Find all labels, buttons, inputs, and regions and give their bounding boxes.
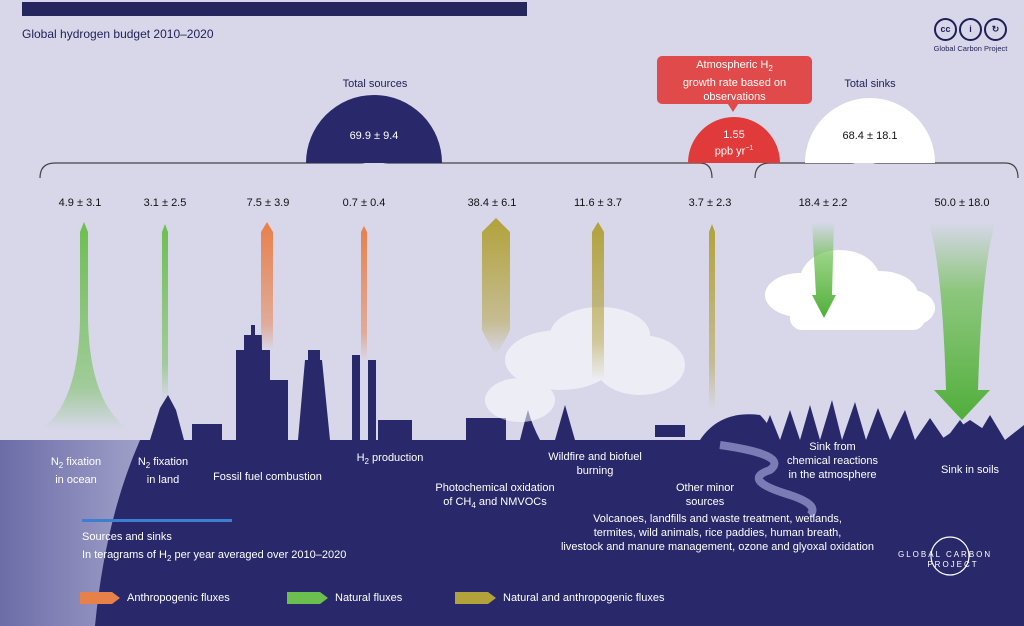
legend-arrow-mixed [455,592,496,604]
value-sink-soils: 50.0 ± 18.0 [934,197,990,209]
value-h2-production: 0.7 ± 0.4 [342,197,386,209]
total-sources-value: 69.9 ± 9.4 [349,130,399,142]
header-bar [22,2,527,16]
smoke-cloud [485,307,685,422]
attribution-icon: i [959,18,982,41]
label-other: Other minor sources [675,482,735,508]
landscape-silhouette [150,325,1024,445]
arrow-fossil [261,222,273,350]
total-sinks-value: 68.4 ± 18.1 [842,130,898,142]
units-note-rule [82,519,232,522]
callout-line3: observations [703,91,766,104]
total-sinks-label: Total sinks [844,78,896,90]
arrow-sink-soils [928,222,996,420]
label-sink-soils: Sink in soils [940,464,1000,476]
arrow-other [709,224,715,410]
legend-anthropogenic: Anthropogenic fluxes [127,592,230,604]
legend-mixed: Natural and anthropogenic fluxes [503,592,665,604]
atmospheric-value: 1.55 ppb yr−1 [690,129,778,159]
total-sources-label: Total sources [342,78,408,90]
arrow-wildfire [592,222,604,380]
arrow-h2-production [361,226,367,360]
total-sources-dome [306,95,442,163]
callout-line2: growth rate based on [682,77,787,90]
gcp-logo: GLOBAL CARBON PROJECT [898,550,1008,569]
atmospheric-unit-sup: −1 [745,145,754,152]
total-sinks-dome [805,98,935,163]
cloud [765,250,935,330]
ocean [0,440,140,626]
legend-arrow-anthropogenic [80,592,120,604]
river [719,441,817,518]
legend-arrow-natural [287,592,328,604]
value-n2-ocean: 4.9 ± 3.1 [58,197,102,209]
label-wildfire: Wildfire and biofuel burning [548,451,642,477]
legend-natural: Natural fluxes [335,592,403,604]
value-photochemical: 38.4 ± 6.1 [467,197,517,209]
share-alike-icon: ↻ [984,18,1007,41]
callout-line1: Atmospheric H [696,59,769,71]
units-note: Sources and sinks In teragrams of H2 per… [82,531,347,564]
atmospheric-dome [688,117,780,163]
cc-icon: cc [934,18,957,41]
label-photochemical: Photochemical oxidation of CH4 and NMVOC… [435,482,555,511]
value-other: 3.7 ± 2.3 [688,197,732,209]
units-note-line1: Sources and sinks [82,531,172,543]
gcp-line1: GLOBAL CARBON [898,550,993,559]
arrow-photochemical [482,218,510,355]
gcp-circle [930,536,970,576]
atmospheric-number: 1.55 [723,129,745,141]
label-sink-atmosphere: Sink from chemical reactions in the atmo… [786,441,879,481]
org-label: Global Carbon Project [933,44,1008,53]
value-sink-atmosphere: 18.4 ± 2.2 [798,197,848,209]
value-fossil: 7.5 ± 3.9 [246,197,290,209]
label-n2-land: N2 fixation in land [137,456,189,487]
arrow-sink-atmosphere [812,222,836,318]
arrow-n2-land [162,224,168,400]
arrow-n2-ocean [40,222,130,430]
atmospheric-unit: ppb yr [714,145,746,158]
gcp-line2: PROJECT [927,560,979,569]
atmospheric-callout: Atmospheric H2 growth rate based on obse… [657,56,812,104]
page-title: Global hydrogen budget 2010–2020 [22,27,214,41]
other-sources-detail: Volcanoes, landfills and waste treatment… [560,513,875,553]
label-n2-ocean: N2 fixation in ocean [50,456,102,487]
label-fossil: Fossil fuel combustion [213,471,322,483]
label-h2-production: H2 production [356,452,424,467]
callout-sub: 2 [768,64,773,74]
value-n2-land: 3.1 ± 2.5 [143,197,187,209]
value-wildfire: 11.6 ± 3.7 [573,197,623,209]
